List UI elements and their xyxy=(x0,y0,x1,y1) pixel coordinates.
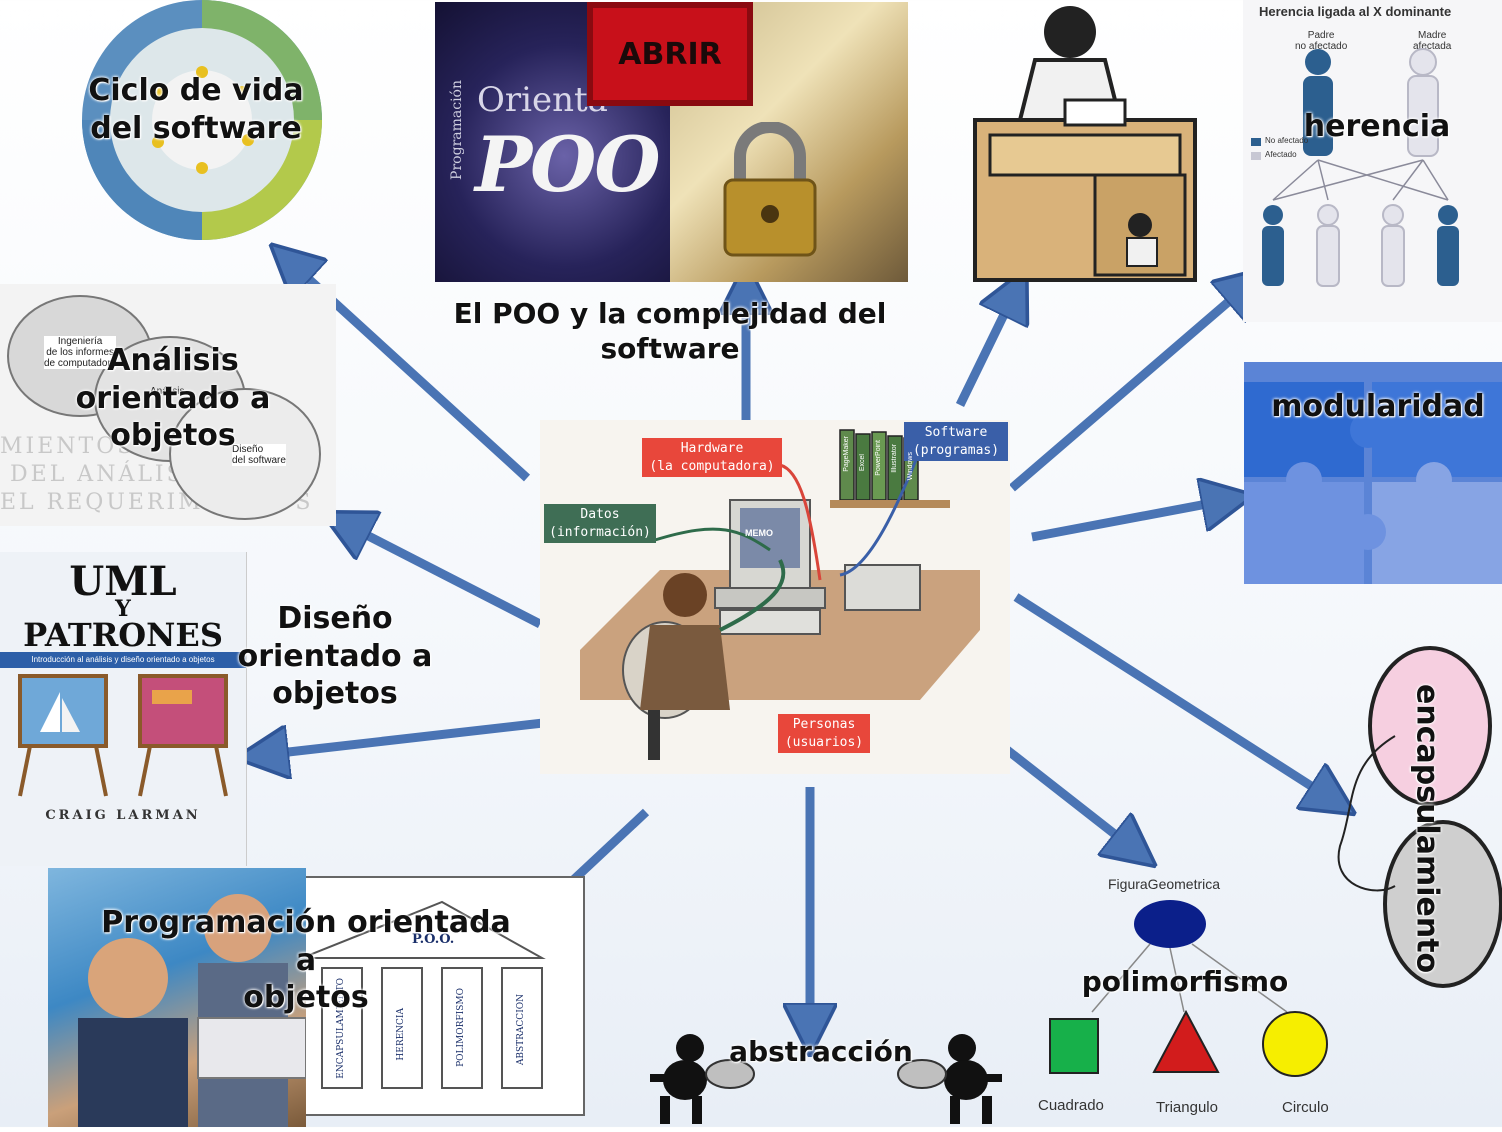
uml-title-2: Y xyxy=(115,596,131,622)
modularidad-puzzle-image xyxy=(1244,362,1502,584)
shape-label-cuadrado: Cuadrado xyxy=(1038,1097,1104,1114)
label-modularidad: modularidad xyxy=(1271,389,1485,424)
herencia-padre: Padre no afectado xyxy=(1295,30,1348,52)
herencia-legend-1: No afectado xyxy=(1265,136,1309,145)
center-computer-image: Hardware (la computadora) Software (prog… xyxy=(540,420,1010,774)
arrow-to-modularidad xyxy=(1031,500,1228,542)
analisis-analisis: Análisis xyxy=(150,386,185,397)
tag-software: Software (programas) xyxy=(904,422,1008,462)
abrir-button[interactable]: ABRIR xyxy=(587,2,753,106)
poly-root-label: FiguraGeometrica xyxy=(1108,876,1221,892)
pillars-roof: P.O.O. xyxy=(412,932,455,947)
desk-man-image xyxy=(955,0,1235,295)
label-herencia: herencia xyxy=(1303,109,1451,144)
uml-book-image: UML Y PATRONES Introducción al análisis … xyxy=(0,552,247,866)
label-ciclo: Ciclo de vida del software xyxy=(88,73,304,146)
tag-hardware: Hardware (la computadora) xyxy=(642,438,782,478)
monitor-memo-text: MEMO xyxy=(745,528,773,538)
shape-label-circulo: Circulo xyxy=(1282,1099,1329,1116)
book-1: PageMaker xyxy=(843,436,850,472)
uml-title-3: PATRONES xyxy=(23,616,223,654)
arrow-to-analisis xyxy=(345,524,543,629)
pillars-image: P.O.O. ENCAPSULAMIENTO HERENCIA POLIMORF… xyxy=(300,876,585,1116)
computer-desk-icon xyxy=(580,429,980,760)
pillars-icon xyxy=(301,900,546,1089)
label-analisis: Análisis orientado a objetos xyxy=(75,343,271,453)
encapsulamiento-image xyxy=(1335,636,1502,996)
arrow-to-diseno xyxy=(262,717,553,755)
book-5: Windows xyxy=(907,452,914,481)
poo-orienta-text: Orienta xyxy=(477,80,608,120)
arrow-to-desk xyxy=(955,292,1015,407)
polimorfismo-tree-icon xyxy=(1049,900,1328,1077)
analisis-diseno: Diseño del software xyxy=(232,444,286,466)
herencia-madre: Madre afectada xyxy=(1413,30,1452,52)
shape-label-triangulo: Triangulo xyxy=(1156,1099,1218,1116)
abstraccion-figures-icon xyxy=(650,1034,1002,1124)
label-polimorfismo: polimorfismo xyxy=(1081,965,1289,998)
analisis-image: MIENTOS DEL ANÁLISIS EL REQUERIMIENTOS I… xyxy=(0,284,336,526)
analisis-bg-1: MIENTOS xyxy=(0,434,136,459)
desk-man-icon xyxy=(973,6,1197,282)
label-poo-complejidad: El POO y la complejidad del software xyxy=(453,297,887,365)
puzzle-cube-icon xyxy=(1244,362,1502,584)
poo-programacion-text: Programación xyxy=(449,80,465,180)
tag-datos: Datos (información) xyxy=(544,504,656,544)
poo-big-text: POO xyxy=(475,120,661,209)
padlock-icon xyxy=(723,122,817,257)
capsule-icon xyxy=(1337,646,1502,988)
easels-icon xyxy=(18,674,228,797)
pillar-4: ABSTRACCION xyxy=(516,994,526,1066)
herencia-title: Herencia ligada al X dominante xyxy=(1259,4,1452,19)
family-tree-icon xyxy=(1251,48,1459,287)
label-programacion: Programación orientada a objetos xyxy=(101,905,511,1015)
herencia-image: Herencia ligada al X dominante Padre no … xyxy=(1243,0,1502,322)
ciclo-wheel-icon xyxy=(82,0,322,240)
book-4: Illustrator xyxy=(891,444,898,473)
people-photo-icon xyxy=(78,894,307,1127)
arrow-to-encapsulamiento xyxy=(1013,593,1333,800)
book-2: Excel xyxy=(859,454,866,472)
herencia-legend-2: Afectado xyxy=(1265,150,1297,159)
analisis-ingenieria: Ingeniería de los informes de computador… xyxy=(44,336,117,369)
arrow-to-herencia xyxy=(1009,285,1248,492)
uml-title-1: UML xyxy=(69,558,177,605)
tag-personas: Personas (usuarios) xyxy=(778,714,870,754)
label-encapsulamiento: encapsulamiento xyxy=(1409,684,1445,974)
label-diseno: Diseño orientado a objetos xyxy=(237,601,433,711)
uml-subtitle: Introducción al análisis y diseño orient… xyxy=(0,652,246,668)
poo-image: Orienta POO Programación ABRIR xyxy=(435,2,908,282)
abrir-label: ABRIR xyxy=(618,36,722,72)
book-3: PowerPoint xyxy=(875,440,882,476)
ciclo-wheel-image xyxy=(78,0,326,250)
label-abstraccion: abstracción xyxy=(729,1035,913,1068)
uml-author: CRAIG LARMAN xyxy=(45,808,201,823)
programadores-photo xyxy=(48,868,307,1127)
